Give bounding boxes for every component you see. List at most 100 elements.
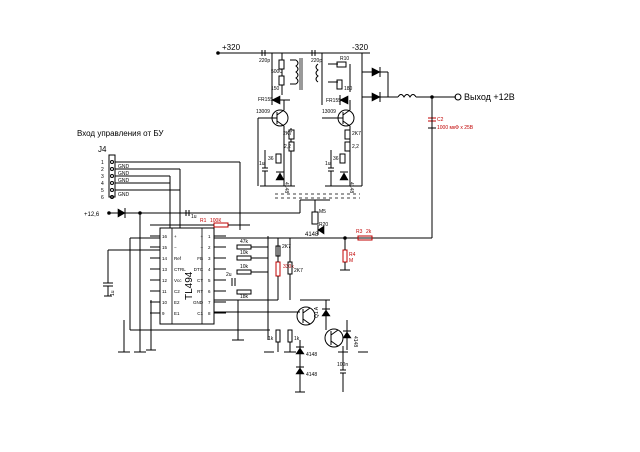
svg-text:13009: 13009 [256, 109, 270, 115]
svg-text:2,2: 2,2 [284, 144, 291, 150]
svg-text:FR155: FR155 [258, 97, 273, 103]
svg-text:1u: 1u [191, 214, 197, 220]
svg-text:100К: 100К [210, 218, 221, 224]
power-rails: +320 -320 [216, 43, 370, 56]
chip-pin-name: E1 [174, 311, 180, 316]
chip-pin-name: Ref [174, 256, 182, 261]
connector-pin [110, 174, 114, 178]
connector-pin-label: GND [118, 178, 130, 184]
svg-text:C2: C2 [437, 117, 444, 123]
svg-text:2,2: 2,2 [352, 144, 359, 150]
svg-text:10k: 10k [240, 250, 249, 256]
chip-pin-name: Vcc [174, 278, 182, 283]
chip-pin-number: 12 [162, 278, 168, 283]
chip-pin-number: 5 [208, 278, 211, 283]
left-half-bridge: 220p 5000 150 FR155 13009 2K7 2,2 [256, 53, 303, 193]
chip-pin-name: − [174, 245, 177, 250]
connector-pin-number: 2 [101, 167, 104, 173]
chip-pin-name: FB [197, 256, 203, 261]
svg-text:18k: 18k [240, 294, 249, 300]
connector-pin-number: 5 [101, 188, 104, 194]
chip-pin-name: RT [197, 289, 203, 294]
svg-text:4148: 4148 [306, 352, 317, 358]
chip-pin-number: 6 [208, 289, 211, 294]
svg-text:1k: 1k [268, 336, 274, 342]
svg-text:1u: 1u [259, 161, 265, 167]
chip-pin-name: CTRL [174, 267, 186, 272]
svg-text:220p: 220p [311, 58, 322, 64]
svg-text:2K7: 2K7 [294, 268, 303, 274]
svg-text:R20: R20 [319, 222, 328, 228]
svg-text:2K7: 2K7 [352, 131, 361, 137]
chip-pin-name: CT [197, 278, 203, 283]
chip-pin-name: E2 [174, 300, 180, 305]
chip-pin-name: C2 [174, 289, 180, 294]
svg-text:R3: R3 [356, 229, 363, 235]
svg-text:4148: 4148 [306, 372, 317, 378]
chip-pin-number: 11 [162, 289, 167, 294]
chip-pin-number: 9 [162, 311, 165, 316]
svg-text:4148: 4148 [352, 336, 358, 347]
chip-pin-name: GND [193, 300, 204, 305]
label-output: Выход +12В [464, 92, 515, 102]
svg-text:1k: 1k [294, 336, 300, 342]
chip-pin-number: 16 [162, 234, 168, 239]
chip-pin-name: + [174, 234, 177, 239]
connector-pin-number: 3 [101, 174, 104, 180]
svg-text:330k: 330k [283, 264, 294, 270]
chip-pin-name: DTC [194, 267, 204, 272]
connector-pin-label: GND [118, 164, 130, 170]
chip-pin-number: 2 [208, 245, 211, 250]
svg-text:180: 180 [344, 86, 353, 92]
svg-text:2K7: 2K7 [283, 131, 292, 137]
supply-12v6: +12,6 1u R1 100К [84, 208, 300, 353]
svg-text:2k: 2k [366, 229, 372, 235]
connector-pin-number: 1 [101, 160, 104, 166]
svg-text:+12,6: +12,6 [84, 212, 100, 218]
label-connector: J4 [98, 145, 107, 154]
chip-pin-number: 1 [208, 234, 211, 239]
svg-text:R10: R10 [340, 56, 349, 62]
c-top-left: 220p [259, 58, 270, 64]
output-terminal [454, 93, 462, 101]
svg-text:M5: M5 [319, 209, 326, 215]
svg-text:R4: R4 [349, 252, 356, 258]
control-wires [115, 161, 300, 331]
connector-pin [110, 167, 114, 171]
right-half-bridge: 220p R10 180 FR155 13009 2K7 2,2 36 1u [311, 53, 363, 193]
connector-pin-number: 4 [101, 181, 104, 187]
label-v320-pos: +320 [222, 43, 241, 52]
svg-text:2K7: 2K7 [282, 244, 291, 250]
chip-periphery: 47k 10k 10k 2u 18k 330k 2K7 2K7 M5 R20 [214, 199, 432, 340]
chip-pin-name: + [200, 234, 203, 239]
chip-pin-number: 14 [162, 256, 168, 261]
svg-text:1000 мкФ х 25В: 1000 мкФ х 25В [437, 125, 474, 131]
svg-text:4148: 4148 [305, 232, 319, 238]
svg-text:FR155: FR155 [326, 98, 341, 104]
connector-pin-label: GND [118, 171, 130, 177]
chip-pin-name: C1 [197, 311, 203, 316]
svg-text:1u: 1u [110, 290, 116, 296]
chip-pin-number: 7 [208, 300, 211, 305]
svg-text:Q1 A: Q1 A [314, 306, 320, 318]
chip-label: TL494 [184, 271, 195, 300]
label-v320-neg: -320 [352, 43, 369, 52]
svg-text:10k: 10k [240, 264, 249, 270]
svg-text:47k: 47k [240, 239, 249, 245]
output-stage: Выход +12В C2 1000 мкФ х 25В [362, 67, 515, 238]
svg-text:36: 36 [333, 156, 339, 162]
chip-pin-number: 10 [162, 300, 168, 305]
svg-text:5000: 5000 [271, 69, 282, 75]
lower-stage: Q1 A 4148 1k 1k 4148 4148 100n [118, 299, 368, 393]
chip-pin-number: 13 [162, 267, 168, 272]
chip-pin-number: 8 [208, 311, 211, 316]
connector-pin [110, 195, 114, 199]
connector-pin-number: 6 [101, 195, 104, 201]
chip-pin-number: 3 [208, 256, 211, 261]
chip-pin-name: − [200, 245, 203, 250]
svg-text:R1: R1 [200, 218, 207, 224]
connector-pin [110, 188, 114, 192]
svg-text:150: 150 [271, 86, 280, 92]
